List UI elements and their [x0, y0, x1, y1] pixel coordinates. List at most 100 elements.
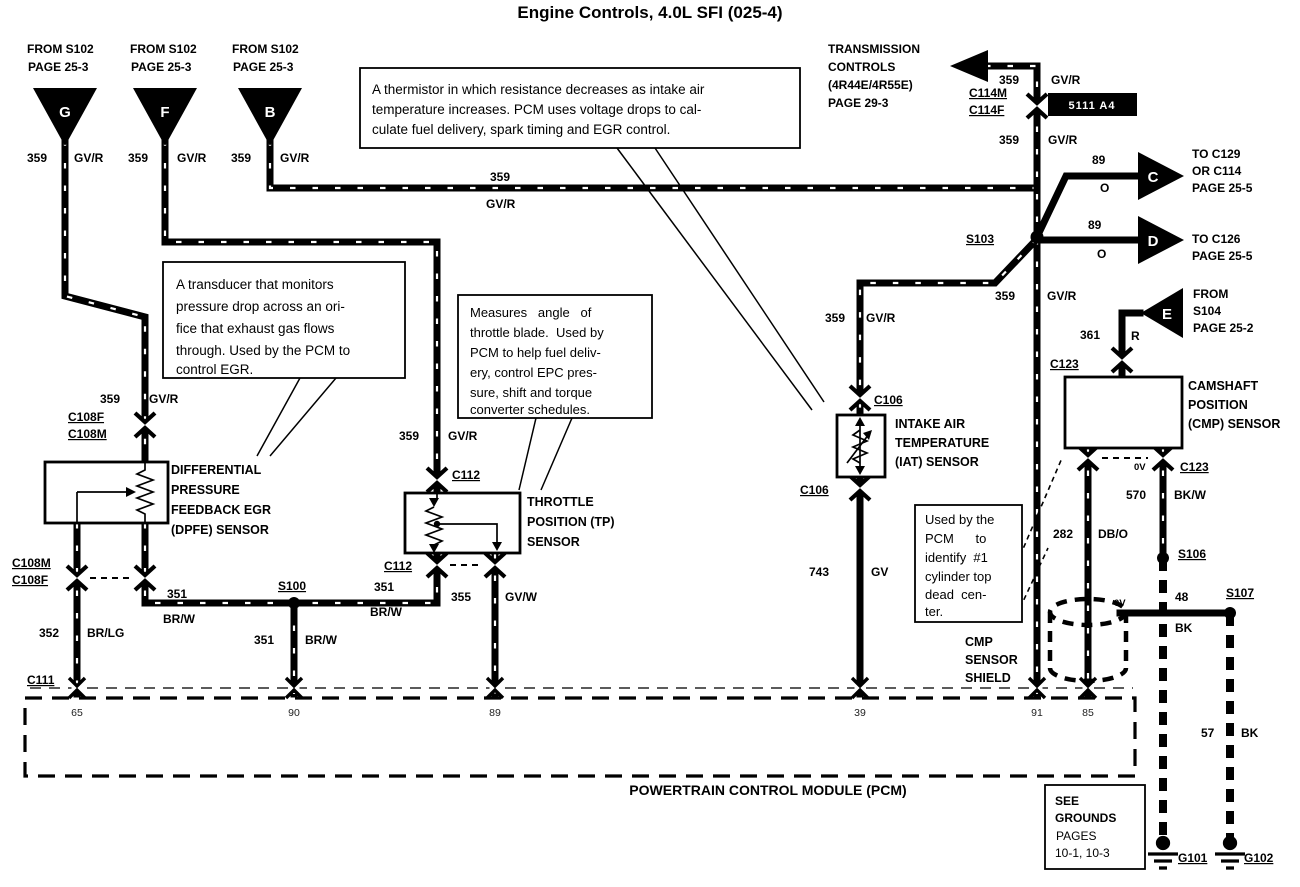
cmp-sensor-box [1063, 375, 1184, 450]
wire-label: BR/W [370, 605, 403, 619]
page-title: Engine Controls, 4.0L SFI (025-4) [517, 3, 782, 22]
see-grounds-box [1044, 784, 1146, 870]
triangle-g-letter: G [59, 104, 71, 121]
pcm-title: POWERTRAIN CONTROL MODULE (PCM) [629, 782, 906, 798]
to-c126-line: PAGE 25-5 [1192, 249, 1253, 263]
wire-label: 743 [809, 565, 829, 579]
splice-s106-label: S106 [1178, 547, 1206, 561]
conn-b-page: PAGE 25-3 [233, 60, 294, 74]
wire-label: GV/R [448, 429, 478, 443]
wire-89-to-c [1032, 172, 1142, 242]
cmp-note-line: dead cen- [925, 587, 986, 602]
from-s104-line: S104 [1193, 304, 1221, 318]
connector-c108m-label: C108M [68, 427, 107, 441]
wire-label: 89 [1088, 218, 1102, 232]
wire-label: 359 [27, 151, 47, 165]
wire-label: DB/O [1098, 527, 1128, 541]
wire-label: BK [1175, 621, 1193, 635]
iat-note-line: culate fuel delivery, spark timing and E… [372, 122, 670, 137]
dpfe-name-line: (DPFE) SENSOR [171, 523, 269, 537]
triangle-b-letter: B [265, 104, 276, 121]
harness-ref-box [1048, 93, 1137, 116]
triangle-connector-d: D [1138, 216, 1184, 264]
triangle-connector-f: F [133, 88, 197, 146]
tp-note-line: sure, shift and torque [470, 385, 592, 400]
wire-label: 89 [1092, 153, 1106, 167]
tp-note-line: ery, control EPC pres- [470, 365, 597, 380]
splice-s100-dot [288, 597, 300, 609]
transmission-line: PAGE 29-3 [828, 96, 889, 110]
dpfe-note-line: through. Used by the PCM to [176, 343, 350, 358]
shield-label-line: SENSOR [965, 653, 1018, 667]
tp-note-box [457, 294, 653, 419]
dpfe-name-line: PRESSURE [171, 483, 240, 497]
cmp-note-line: Used by the [925, 512, 994, 527]
dpfe-note-line: A transducer that monitors [176, 277, 334, 292]
iat-name-line: INTAKE AIR [895, 417, 965, 431]
splice-s107-dot [1224, 607, 1236, 619]
cmp-shield-cylinder [1047, 596, 1129, 684]
grounds-note-line: 10-1, 10-3 [1055, 846, 1110, 860]
pcm-pin-89: 89 [489, 707, 501, 719]
splice-s107-label: S107 [1226, 586, 1254, 600]
dpfe-potentiometer-icon [76, 462, 156, 523]
wire-label: O [1100, 181, 1109, 195]
wire-label: 352 [39, 626, 59, 640]
connector-c108f-label: C108F [68, 410, 104, 424]
wire-label: BR/W [305, 633, 338, 647]
connector-c106-bottom-label: C106 [800, 483, 829, 497]
dpfe-note-line: pressure drop across an ori- [176, 299, 345, 314]
grounds-note-line: GROUNDS [1055, 811, 1116, 825]
cmp-name-line: (CMP) SENSOR [1188, 417, 1280, 431]
test-point-0v: 0V [1134, 462, 1146, 473]
wire-label: GV/W [505, 590, 538, 604]
triangle-connector-g: G [33, 88, 97, 146]
iat-note-pointer-2 [654, 147, 825, 403]
iat-thermistor-icon [846, 417, 872, 475]
wire-label: 351 [374, 580, 394, 594]
conn-f-page: PAGE 25-3 [131, 60, 192, 74]
wire-label: GV/R [74, 151, 104, 165]
wire-label: R [1131, 329, 1140, 343]
cmp-note-line: ter. [925, 604, 943, 619]
from-s104-line: PAGE 25-2 [1193, 321, 1254, 335]
wire-label: 359 [825, 311, 845, 325]
triangle-connector-c: C [1138, 152, 1184, 200]
triangle-connector-b: B [238, 88, 302, 146]
cmp-note-box [914, 504, 1023, 623]
wire-label: 570 [1126, 488, 1146, 502]
splice-s100-label: S100 [278, 579, 306, 593]
to-c126-line: TO C126 [1192, 232, 1241, 246]
to-c129-line: PAGE 25-5 [1192, 181, 1253, 195]
tp-name-line: SENSOR [527, 535, 580, 549]
iat-name-line: (IAT) SENSOR [895, 455, 979, 469]
pcm-pin-91: 91 [1031, 707, 1043, 719]
wire-label: GV/R [149, 392, 179, 406]
cmp-note-line: identify #1 [925, 550, 988, 565]
wire-label: 359 [399, 429, 419, 443]
iat-note-pointer [616, 147, 813, 411]
triangle-d-letter: D [1148, 233, 1159, 250]
iat-name-line: TEMPERATURE [895, 436, 989, 450]
tp-name-line: THROTTLE [527, 495, 594, 509]
wire-label: O [1097, 247, 1106, 261]
shield-label-line: CMP [965, 635, 993, 649]
dpfe-note-line: control EGR. [176, 362, 253, 377]
wire-label: GV/R [1051, 73, 1081, 87]
cmp-name-line: POSITION [1188, 398, 1248, 412]
wire-label: 359 [231, 151, 251, 165]
connector-c123-top-label: C123 [1050, 357, 1079, 371]
cmp-note-pointer-2 [1019, 547, 1049, 609]
dpfe-name-line: DIFFERENTIAL [171, 463, 262, 477]
shield-label-line: SHIELD [965, 671, 1011, 685]
transmission-line: CONTROLS [828, 60, 895, 74]
tp-note-line: throttle blade. Used by [470, 325, 604, 340]
test-point-0v: 0V [1114, 598, 1126, 609]
tp-note-pointer-2 [540, 417, 573, 491]
dpfe-note-pointer-2 [269, 377, 337, 457]
wire-label: GV/R [280, 151, 310, 165]
pcm-pin-85: 85 [1082, 707, 1094, 719]
connector-c106-top-label: C106 [874, 393, 903, 407]
wire-label: BK [1241, 726, 1259, 740]
triangle-e-letter: E [1162, 306, 1172, 323]
